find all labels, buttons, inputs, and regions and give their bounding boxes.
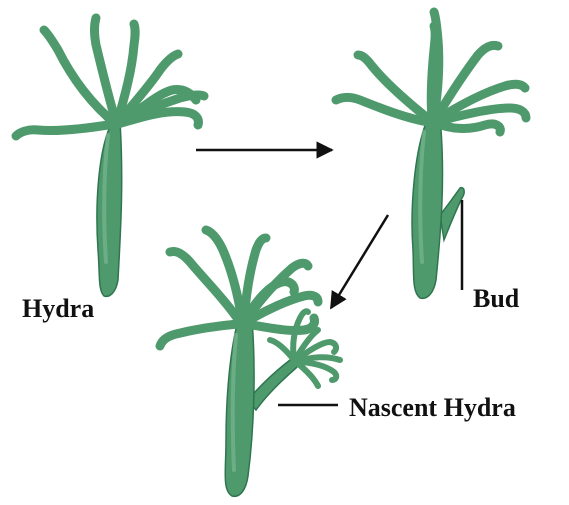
bud-label: Bud bbox=[473, 286, 519, 312]
nascent-hydra-label: Nascent Hydra bbox=[349, 395, 516, 421]
arrow-bud-to-nascent bbox=[331, 215, 388, 308]
nascent-hydra-organism bbox=[160, 230, 340, 496]
hydra-label: Hydra bbox=[22, 296, 94, 322]
